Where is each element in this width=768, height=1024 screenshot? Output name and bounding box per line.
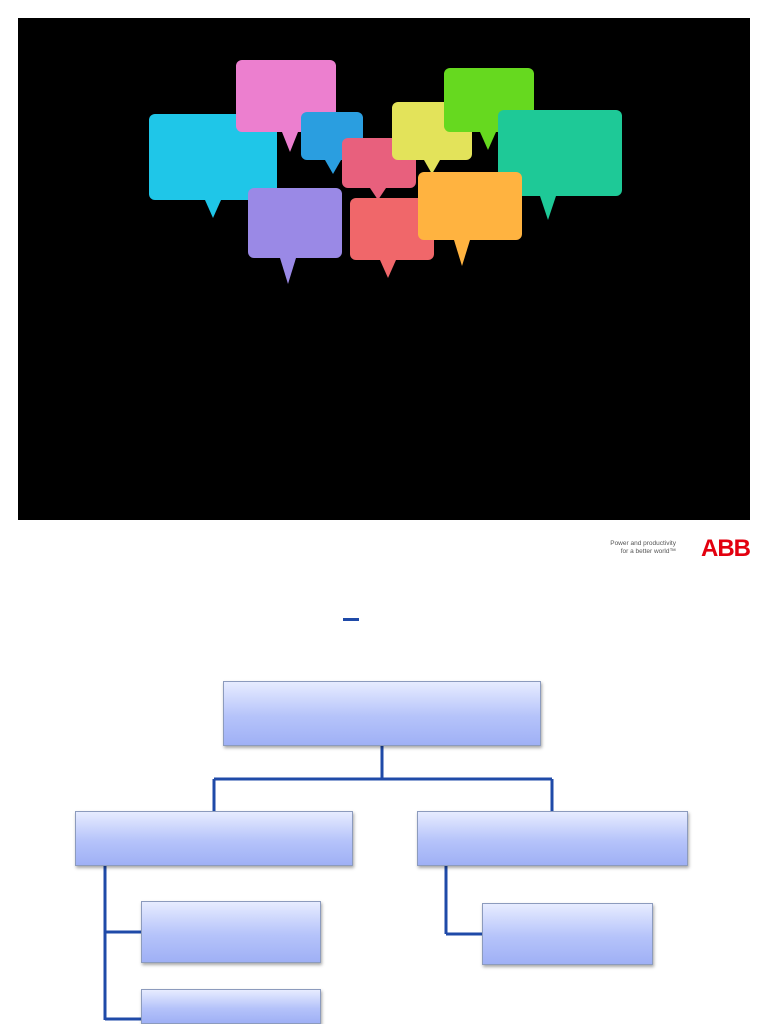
- org-root-box: [223, 681, 541, 746]
- speech-bubble: [248, 188, 342, 284]
- speech-bubbles-image: [18, 18, 750, 520]
- org-left-branch-box: [75, 811, 353, 866]
- title-dash: [343, 618, 359, 621]
- org-left-child-box-2: [141, 989, 321, 1024]
- tagline: Power and productivity for a better worl…: [580, 540, 676, 556]
- org-right-child-box-1: [482, 903, 653, 965]
- abb-logo-block: Power and productivity for a better worl…: [580, 535, 751, 562]
- speech-bubble: [444, 68, 534, 150]
- org-right-branch-box: [417, 811, 688, 866]
- abb-logo: ABB: [701, 535, 751, 562]
- org-left-child-box-1: [141, 901, 321, 963]
- speech-bubble: [418, 172, 522, 266]
- tagline-line-1: Power and productivity: [610, 540, 676, 547]
- tagline-line-2: for a better world™: [620, 548, 676, 555]
